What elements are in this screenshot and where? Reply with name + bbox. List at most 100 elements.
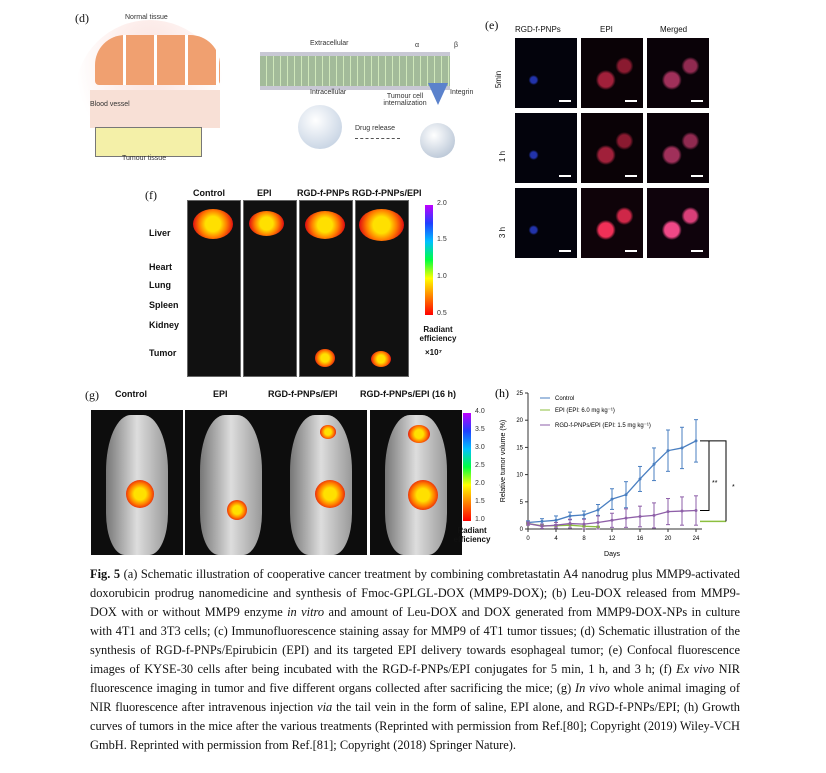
data-point [680,509,684,513]
colorbar [425,205,433,315]
column-header: RGD-f-PNPs/EPI [352,188,422,198]
caption-text: whole animal imaging of NIR fluorescence… [90,681,740,714]
confocal-image [581,188,643,258]
integrin-label: Integrin [450,89,474,96]
x-tick-label: 20 [665,536,672,542]
colorbar-tick: 1.0 [437,273,447,280]
y-tick-label: 0 [520,527,524,533]
column-header: RGD-f-PNPs [515,25,561,34]
confocal-image [647,113,709,183]
nanoparticle-icon [298,105,342,149]
mouse-image [275,410,367,555]
confocal-image [515,188,577,258]
column-header: Control [193,188,225,198]
figure-number: Fig. 5 [90,567,121,581]
confocal-image [647,188,709,258]
caption-text: NIR fluorescence imaging in tumor and fi… [90,662,740,695]
extracellular-label: Extracellular [310,40,349,47]
legend-entry: RGD-f-PNPs/EPI (EPI: 1.5 mg kg⁻¹) [555,423,651,429]
data-point [694,509,698,513]
data-point [568,514,572,518]
data-point [652,513,656,517]
row-label: 5min [494,70,504,89]
confocal-image [647,38,709,108]
drug-release-label: Drug release [355,125,396,132]
cell-membrane [260,52,450,90]
y-axis-label: Relative tumor volume (%) [500,420,507,502]
data-point [582,522,586,526]
caption-italic: via [317,700,333,714]
significance-marker: * [732,484,735,491]
colorbar-tick: 2.0 [437,200,447,207]
panel-label: (e) [485,18,499,32]
panel-d: (d) Normal tissue Blood vessel Tumour ti… [70,5,480,165]
colorbar-unit: ×10⁷ [425,348,442,357]
organ-label: Liver [149,228,171,238]
confocal-image [515,38,577,108]
vessel-cells [90,90,220,128]
organ-label: Heart [149,262,173,272]
x-tick-label: 16 [637,536,644,542]
confocal-image [581,113,643,183]
mouse-image [91,410,183,555]
column-header: Control [115,389,147,399]
x-tick-label: 12 [609,536,616,542]
y-tick-label: 10 [516,473,523,479]
data-point [526,522,530,526]
data-point [610,497,614,501]
caption-italic: Ex vivo [676,662,715,676]
x-tick-label: 0 [526,536,530,542]
colorbar-title: Radiant efficiency [419,325,457,343]
caption-text: the tail vein in the form of saline, EPI… [90,700,740,752]
organ-image [243,200,297,377]
colorbar-tick: 3.5 [475,426,485,433]
significance-bracket [700,440,710,512]
colorbar-tick: 1.0 [475,516,485,523]
normal-cells [95,35,220,85]
blood-vessel-label: Blood vessel [90,101,130,108]
panel-label: (d) [75,11,89,25]
alpha-label: α [415,42,420,49]
data-point [638,477,642,481]
column-header: RGD-f-PNPs/EPI [268,389,338,399]
figure-caption: Fig. 5 (a) Schematic illustration of coo… [90,565,740,755]
caption-text: and amount of Leu-DOX and DOX generated … [90,605,740,676]
panel-f: (f) Control EPI RGD-f-PNPs RGD-f-PNPs/EP… [145,180,475,377]
beta-label: β [454,42,459,49]
caption-italic: In vivo [575,681,610,695]
confocal-image [581,38,643,108]
colorbar-tick: 0.5 [437,310,447,317]
colorbar-tick: 3.0 [475,444,485,451]
data-point [666,510,670,514]
data-point [694,439,698,443]
intracellular-label: Intracellular [310,89,347,96]
organ-label: Tumor [149,348,177,358]
row-label: 1 h [498,150,508,163]
down-arrow-icon [428,83,448,105]
panel-g: (g) Control EPI RGD-f-PNPs/EPI RGD-f-PNP… [85,385,495,560]
data-point [596,508,600,512]
data-point [610,518,614,522]
data-point [624,493,628,497]
panel-label: (g) [85,388,99,402]
panel-label: (f) [145,188,157,202]
colorbar [463,413,471,521]
colorbar-title: Radiant efficiency [453,526,491,544]
confocal-image [515,113,577,183]
y-tick-label: 20 [516,418,523,424]
panel-label: (h) [495,386,509,400]
y-tick-label: 25 [516,391,523,397]
caption-italic: in vitro [287,605,325,619]
colorbar-tick: 4.0 [475,408,485,415]
column-header: EPI [257,188,272,198]
data-point [554,523,558,527]
data-point [554,518,558,522]
x-tick-label: 4 [554,536,558,542]
panel-e: (e) RGD-f-PNPs EPI Merged 5min 1 h 3 h [485,10,735,270]
organ-image [299,200,353,377]
column-header: EPI [213,389,228,399]
caption-text: (a) Schematic illustration of cooperativ… [90,567,740,619]
y-tick-label: 15 [516,445,523,451]
